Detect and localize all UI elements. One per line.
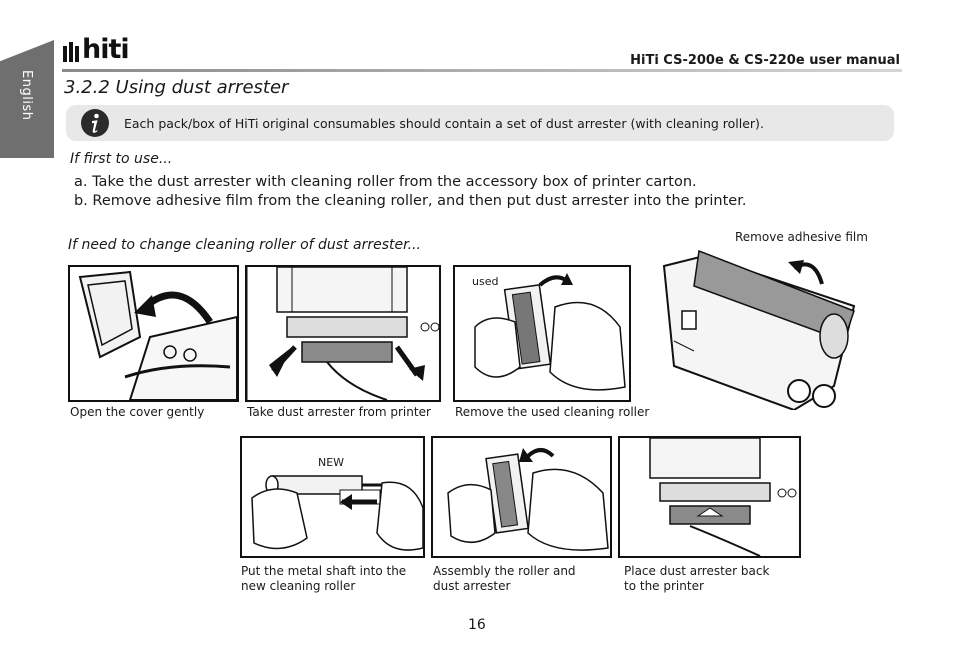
- illustration-remove-used-roller: used: [453, 265, 631, 402]
- language-tab-label: English: [19, 70, 34, 121]
- caption-place-arrester-back-line2: to the printer: [624, 579, 704, 593]
- step-a: a. Take the dust arrester with cleaning …: [74, 174, 697, 190]
- first-use-heading: If first to use...: [70, 151, 173, 167]
- caption-insert-shaft: Put the metal shaft into the new cleanin…: [241, 564, 406, 594]
- caption-assemble-roller-line1: Assembly the roller and: [433, 564, 576, 578]
- manual-title: HiTi CS-200e & CS-220e user manual: [630, 53, 900, 68]
- caption-place-arrester-back: Place dust arrester back to the printer: [624, 564, 769, 594]
- caption-insert-shaft-line1: Put the metal shaft into the: [241, 564, 407, 578]
- change-roller-heading: If need to change cleaning roller of dus…: [68, 237, 421, 253]
- illustration-open-cover: [68, 265, 239, 402]
- caption-insert-shaft-line2: new cleaning roller: [241, 579, 356, 593]
- hiti-logo: hiti: [62, 34, 142, 66]
- caption-place-arrester-back-line1: Place dust arrester back: [624, 564, 770, 578]
- logo-wordmark: hiti: [82, 34, 130, 65]
- step-b: b. Remove adhesive film from the cleanin…: [74, 193, 747, 209]
- logo-mark-icon: [63, 42, 79, 62]
- remove-film-label: Remove adhesive film: [735, 230, 868, 244]
- section-title: 3.2.2 Using dust arrester: [64, 77, 289, 98]
- info-icon: [80, 108, 110, 138]
- illustration-take-arrester: [245, 265, 441, 402]
- illustration-assemble-roller: [431, 436, 612, 558]
- header-divider: [62, 69, 902, 72]
- illustration-remove-film: [654, 246, 860, 412]
- caption-assemble-roller-line2: dust arrester: [433, 579, 511, 593]
- used-label: used: [472, 275, 499, 288]
- caption-take-arrester: Take dust arrester from printer: [247, 405, 431, 419]
- illustration-insert-shaft: NEW: [240, 436, 425, 558]
- caption-assemble-roller: Assembly the roller and dust arrester: [433, 564, 576, 594]
- note-text: Each pack/box of HiTi original consumabl…: [124, 116, 764, 131]
- page-number: 16: [468, 617, 486, 633]
- new-label: NEW: [318, 456, 345, 469]
- language-side-tab: [0, 40, 54, 158]
- illustration-place-arrester-back: [618, 436, 801, 558]
- note-box: [66, 105, 894, 141]
- caption-open-cover: Open the cover gently: [70, 405, 205, 419]
- caption-remove-used-roller: Remove the used cleaning roller: [455, 405, 650, 419]
